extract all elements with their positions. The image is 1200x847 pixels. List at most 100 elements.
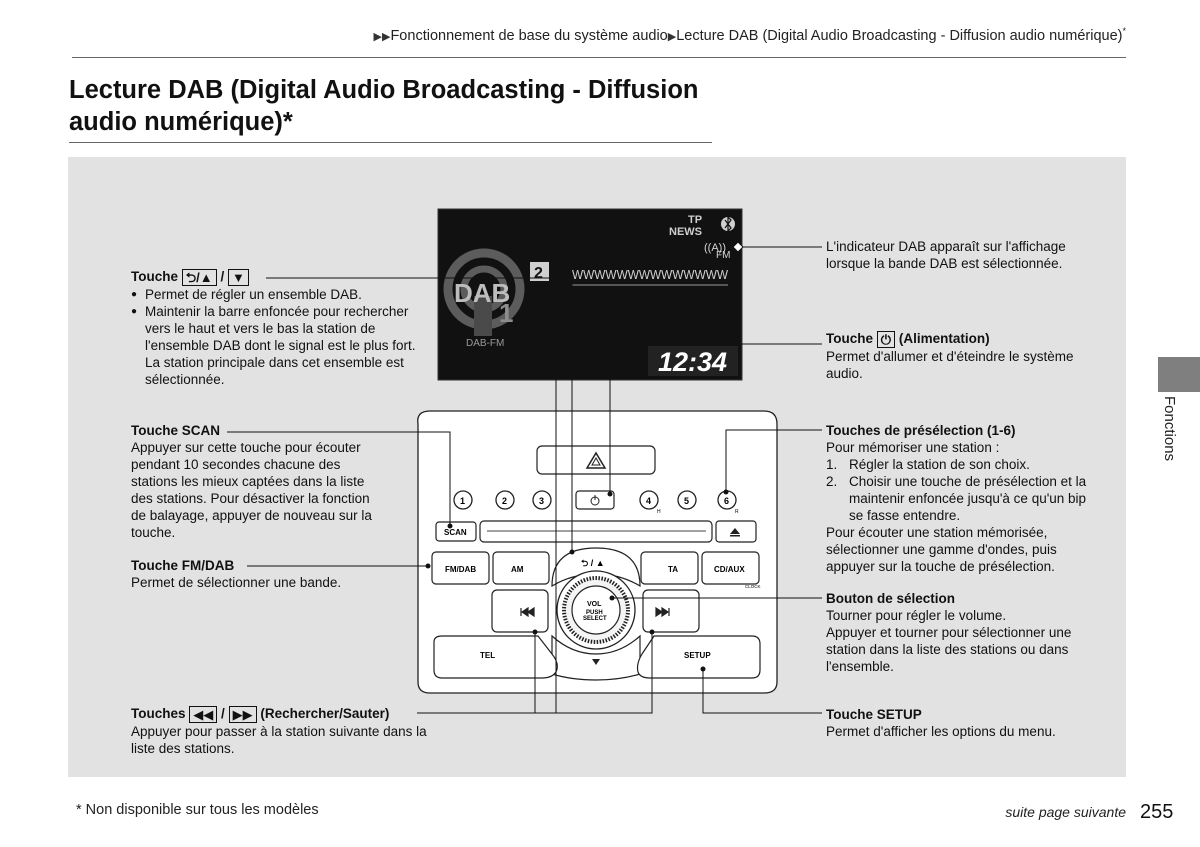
section-label: Fonctions (1161, 396, 1178, 462)
setup-button (636, 635, 761, 679)
clock-small-label: CLOCK (745, 584, 761, 589)
scan-label: SCAN (444, 528, 467, 537)
callout-touche-label: Touche (131, 269, 178, 284)
ensemble-number: 1 (499, 298, 513, 328)
down-arrow-icon (592, 659, 600, 665)
section-tab (1158, 357, 1200, 392)
tel-button (433, 635, 558, 679)
breadcrumb-part1: Fonctionnement de base du système audio (390, 27, 668, 44)
hazard-icon (585, 451, 607, 469)
seek-slash: / (221, 706, 225, 721)
dab-indicator-text: L'indicateur DAB apparaît sur l'affichag… (826, 239, 1066, 271)
power-suffix: (Alimentation) (898, 331, 990, 346)
double-triangle-icon: ▶▶ (373, 30, 391, 43)
tp-indicator: TP (688, 214, 702, 226)
preset-intro: Pour mémoriser une station : (826, 440, 1000, 455)
tel-label: TEL (480, 651, 495, 660)
cdaux-label: CD/AUX (714, 565, 745, 574)
clock-display: 12:34 (658, 347, 727, 377)
preset-badge: 2 (534, 265, 543, 282)
ta-button (640, 551, 699, 585)
breadcrumb-asterisk: * (1122, 26, 1126, 36)
breadcrumb-part2: Lecture DAB (Digital Audio Broadcasting … (676, 27, 1123, 44)
antenna-icon: ((A)) (704, 242, 726, 254)
header-rule (72, 57, 1126, 58)
fmdab-button (431, 551, 490, 585)
knob-select: SELECT (583, 616, 607, 622)
title-line-2: audio numérique)* (69, 108, 293, 136)
callout-selector: Bouton de sélection Tourner pour régler … (826, 590, 1091, 675)
selector-text-1: Tourner pour régler le volume. (826, 608, 1007, 623)
fmdab-text: Permet de sélectionner une bande. (131, 575, 342, 590)
back-up-key-icon: ⮌/▲ (181, 268, 217, 286)
power-touche-label: Touche (826, 331, 873, 346)
title-line-1: Lecture DAB (Digital Audio Broadcasting … (69, 76, 699, 104)
preset-label-3: 3 (539, 496, 544, 506)
dab-logo-graphic (443, 248, 525, 336)
page-number: 255 (1140, 801, 1174, 823)
preset-outro: Pour écouter une station mémorisée, séle… (826, 525, 1057, 574)
scan-title: Touche SCAN (131, 423, 221, 438)
r-marker: R (735, 509, 739, 515)
preset-title: Touches de présélection (1-6) (826, 423, 1016, 438)
knob-vol: VOL (587, 601, 602, 608)
setup-text: Permet d'afficher les options du menu. (826, 724, 1056, 739)
hazard-slot (536, 445, 656, 475)
scan-button (435, 521, 477, 542)
dab-indicator-diamond (732, 241, 744, 253)
scan-text: Appuyer sur cette touche pour écouter pe… (131, 440, 372, 540)
callout-seek: Touches ◀◀ / ▶▶ (Rechercher/Sauter) Appu… (131, 705, 441, 757)
seek-next-button (642, 589, 700, 633)
skip-forward-icon: ▶▶ (228, 705, 257, 723)
preset-step-2: Choisir une touche de présélection et la… (849, 474, 1087, 523)
preset-label-1: 1 (460, 496, 465, 506)
cdaux-button (701, 551, 760, 585)
leader-lines (227, 246, 822, 714)
fm-indicator: FM (716, 250, 730, 261)
callout-setup: Touche SETUP Permet d'afficher les optio… (826, 706, 1106, 740)
callout-scan: Touche SCAN Appuyer sur cette touche pou… (131, 422, 386, 541)
down-key-icon: ▼ (227, 268, 249, 286)
page-title: Lecture DAB (Digital Audio Broadcasting … (69, 74, 749, 138)
callout-presets: Touches de présélection (1-6) Pour mémor… (826, 422, 1096, 575)
seek-prev-button (491, 589, 549, 633)
station-name: WWWWWWWWWWWWWW (572, 267, 729, 282)
leader-dots (425, 489, 729, 672)
setup-label: SETUP (684, 651, 711, 660)
am-button (492, 551, 550, 585)
news-indicator: NEWS (669, 226, 702, 238)
clock-bar (648, 346, 738, 376)
preset-badge-box (530, 262, 549, 281)
h-marker: H (657, 509, 661, 515)
callout-dab-indicator: L'indicateur DAB apparaît sur l'affichag… (826, 238, 1076, 272)
callout-back-up: Touche ⮌/▲ / ▼ Permet de régler un ensem… (131, 268, 421, 388)
dab-logo: DAB (454, 278, 510, 308)
ta-label: TA (668, 565, 678, 574)
preset-label-4: 4 (646, 496, 651, 506)
back-up-bullet-1: Permet de régler un ensemble DAB. (131, 286, 421, 303)
title-rule (69, 142, 712, 143)
callout-fmdab: Touche FM/DAB Permet de sélectionner une… (131, 557, 391, 591)
back-up-bullet-2: Maintenir la barre enfoncée pour recherc… (131, 303, 421, 388)
callout-power: Touche ⏻ (Alimentation) Permet d'allumer… (826, 330, 1086, 382)
seek-suffix: (Rechercher/Sauter) (260, 706, 390, 721)
knob-push: PUSH (586, 610, 603, 616)
power-text: Permet d'allumer et d'éteindre le systèm… (826, 348, 1074, 381)
seek-touches-label: Touches (131, 706, 186, 721)
preset-buttons (453, 490, 737, 510)
selector-title: Bouton de sélection (826, 591, 956, 606)
footnote: * Non disponible sur tous les modèles (76, 802, 319, 818)
continued-note: suite page suivante (1005, 804, 1126, 820)
preset-label-5: 5 (684, 496, 689, 506)
power-icon: ⏻ (876, 330, 896, 348)
preset-step-2-num: 2. (826, 474, 838, 489)
band-label: DAB-FM (466, 338, 504, 349)
callout-slash: / (220, 269, 225, 284)
skip-back-icon: ◀◀ (189, 705, 218, 723)
back-up-label: ⮌ / ▲ (581, 558, 605, 568)
selector-text-2: Appuyer et tourner pour sélectionner une… (826, 625, 1072, 674)
preset-label-6: 6 (724, 496, 729, 506)
seek-text: Appuyer pour passer à la station suivant… (131, 723, 427, 756)
preset-label-2: 2 (502, 496, 507, 506)
